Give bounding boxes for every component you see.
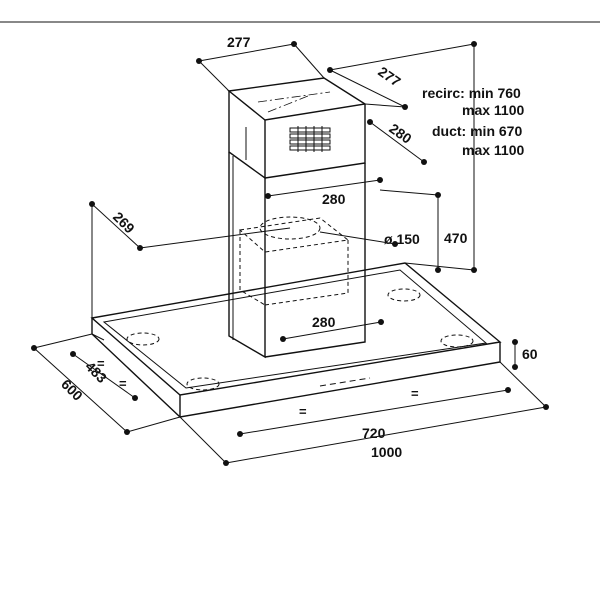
filter-lights xyxy=(126,288,474,391)
recirc-max: max 1100 xyxy=(462,102,524,118)
dim-total-width: 1000 xyxy=(371,444,402,460)
dim-outlet-height: 470 xyxy=(444,230,468,246)
dim-lower-chimney-width: 280 xyxy=(312,314,336,330)
air-vent xyxy=(289,126,331,152)
equal-mark: = xyxy=(411,386,419,401)
recirc-min: recirc: min 760 xyxy=(422,85,521,101)
dim-outlet-offset: 269 xyxy=(110,209,138,237)
dim-inner-width: 720 xyxy=(362,425,386,441)
hood-canopy xyxy=(90,262,502,418)
equal-mark: = xyxy=(97,356,105,371)
equal-mark: = xyxy=(299,404,307,419)
equal-mark: = xyxy=(119,376,127,391)
duct-outlet xyxy=(259,216,321,240)
duct-min: duct: min 670 xyxy=(432,123,522,139)
dim-top-width: 277 xyxy=(227,34,251,50)
dim-total-depth: 600 xyxy=(58,376,86,404)
control-panel xyxy=(319,377,371,387)
dim-canopy-height: 60 xyxy=(522,346,538,362)
chimney xyxy=(227,77,367,359)
dim-outlet-diameter: ø 150 xyxy=(384,231,420,247)
duct-max: max 1100 xyxy=(462,142,524,158)
dim-chimney-width: 280 xyxy=(322,191,346,207)
dimension-labels: 277 277 280 recirc: min 760 max 1100 duc… xyxy=(58,34,538,460)
dim-chimney-depth: 280 xyxy=(386,120,414,147)
dim-top-depth: 277 xyxy=(375,63,403,90)
dimension-lines xyxy=(31,41,549,466)
